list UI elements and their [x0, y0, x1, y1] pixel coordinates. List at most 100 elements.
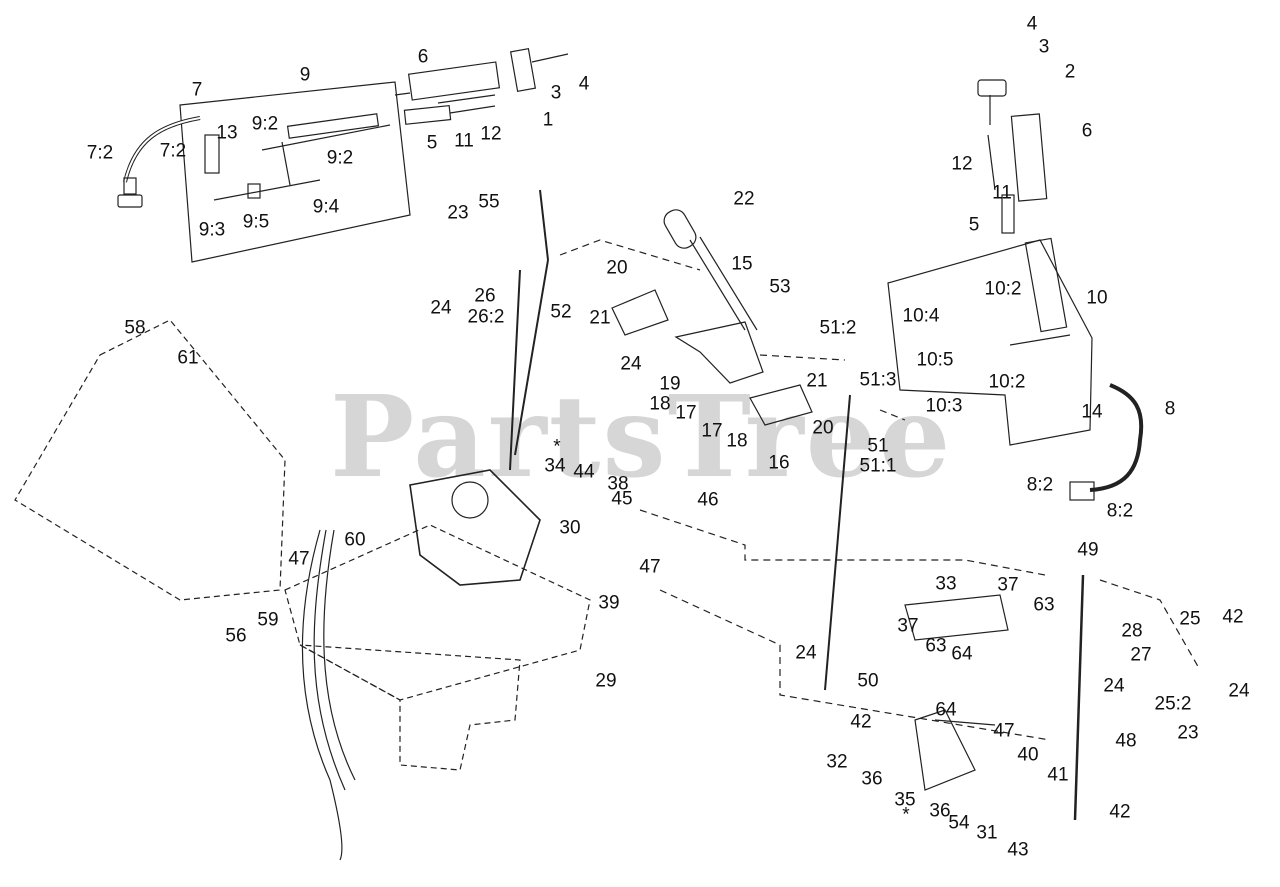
callout-59: 59: [257, 609, 279, 631]
callout-43: 43: [1007, 839, 1029, 861]
callout-12: 12: [480, 123, 502, 145]
callout-9: 9: [299, 64, 311, 86]
callout-15: 15: [731, 253, 753, 275]
callout-26-2: 26:2: [467, 306, 505, 328]
callout-44: 44: [573, 461, 595, 483]
callout-51-1: 51:1: [859, 455, 897, 477]
callout-51-2: 51:2: [819, 317, 857, 339]
callout-24: 24: [1103, 675, 1125, 697]
callout-63: 63: [925, 635, 947, 657]
callout-17: 17: [701, 420, 723, 442]
callout-12: 12: [951, 153, 973, 175]
callout-2: 2: [1064, 61, 1076, 83]
callout-6: 6: [417, 46, 429, 68]
callout-10-3: 10:3: [925, 395, 963, 417]
callout-5: 5: [426, 132, 438, 154]
callout-37: 37: [997, 574, 1019, 596]
assembly-box-10: [887, 239, 1093, 446]
callout-50: 50: [857, 670, 879, 692]
callout-asterisk: *: [902, 804, 910, 826]
callout-52: 52: [550, 301, 572, 323]
callout-10-2: 10:2: [984, 278, 1022, 300]
callout-22: 22: [733, 188, 755, 210]
callout-14: 14: [1081, 401, 1103, 423]
callout-42: 42: [1222, 606, 1244, 628]
callout-36: 36: [929, 800, 951, 822]
callout-35: 35: [894, 789, 916, 811]
frame-panel-left: [14, 319, 286, 601]
callout-24: 24: [1228, 680, 1250, 702]
callout-51: 51: [867, 435, 889, 457]
callout-7-2: 7:2: [159, 140, 187, 162]
part-22-pedal-grip: [663, 209, 697, 249]
callout-5: 5: [968, 214, 980, 236]
callout-9-2: 9:2: [326, 147, 354, 169]
callout-47: 47: [639, 556, 661, 578]
part-6-tube: [407, 61, 501, 101]
callout-23: 23: [1177, 722, 1199, 744]
callout-10-5: 10:5: [916, 349, 954, 371]
leader-lines: [559, 239, 1201, 741]
callout-10: 10: [1086, 287, 1108, 309]
callout-63: 63: [1033, 594, 1055, 616]
callout-10-4: 10:4: [902, 305, 940, 327]
callout-8-2: 8:2: [1106, 500, 1134, 522]
callout-11: 11: [992, 182, 1012, 204]
callout-64: 64: [935, 699, 957, 721]
wire-harness: [301, 529, 343, 861]
frame-lower: [299, 644, 521, 771]
callout-24: 24: [620, 353, 642, 375]
assembly-box-9: [179, 81, 411, 263]
part-6-tube-right: [1010, 113, 1048, 202]
callout-20: 20: [606, 257, 628, 279]
callout-24: 24: [430, 297, 452, 319]
callout-42: 42: [850, 711, 872, 733]
callout-23: 23: [447, 202, 469, 224]
callout-3: 3: [550, 82, 562, 104]
callout-11: 11: [454, 130, 474, 152]
callout-30: 30: [559, 517, 581, 539]
callout-54: 54: [948, 812, 970, 834]
callout-47: 47: [288, 548, 310, 570]
callout-9-4: 9:4: [312, 196, 340, 218]
callout-7-2: 7:2: [86, 142, 114, 164]
callout-27: 27: [1130, 644, 1152, 666]
callout-51-3: 51:3: [859, 369, 897, 391]
callout-8-2: 8:2: [1026, 474, 1054, 496]
callout-4: 4: [1026, 13, 1038, 35]
callout-33: 33: [935, 573, 957, 595]
callout-34: 34: [544, 455, 566, 477]
callout-6: 6: [1081, 120, 1093, 142]
callout-36: 36: [861, 768, 883, 790]
callout-13: 13: [216, 122, 238, 144]
callout-45: 45: [611, 488, 633, 510]
callout-53: 53: [769, 276, 791, 298]
callout-19: 19: [659, 373, 681, 395]
callout-26: 26: [474, 285, 496, 307]
callout-64: 64: [951, 643, 973, 665]
callout-8: 8: [1164, 398, 1176, 420]
callout-17: 17: [675, 402, 697, 424]
callout-9-3: 9:3: [198, 219, 226, 241]
callout-9-2: 9:2: [251, 113, 279, 135]
callout-31: 31: [976, 822, 998, 844]
callout-47: 47: [993, 720, 1015, 742]
callout-9-5: 9:5: [242, 211, 270, 233]
callout-48: 48: [1115, 730, 1137, 752]
part-8-handle: [1089, 383, 1144, 492]
callout-3: 3: [1038, 36, 1050, 58]
callout-61: 61: [177, 347, 199, 369]
callout-56: 56: [225, 625, 247, 647]
callout-24: 24: [795, 642, 817, 664]
callout-58: 58: [124, 317, 146, 339]
callout-18: 18: [649, 393, 671, 415]
callout-40: 40: [1017, 744, 1039, 766]
callout-49: 49: [1077, 539, 1099, 561]
callout-20: 20: [812, 417, 834, 439]
part-5-tube: [403, 104, 452, 125]
callout-39: 39: [598, 592, 620, 614]
callout-16: 16: [768, 452, 790, 474]
part-51-rod: [824, 394, 851, 691]
